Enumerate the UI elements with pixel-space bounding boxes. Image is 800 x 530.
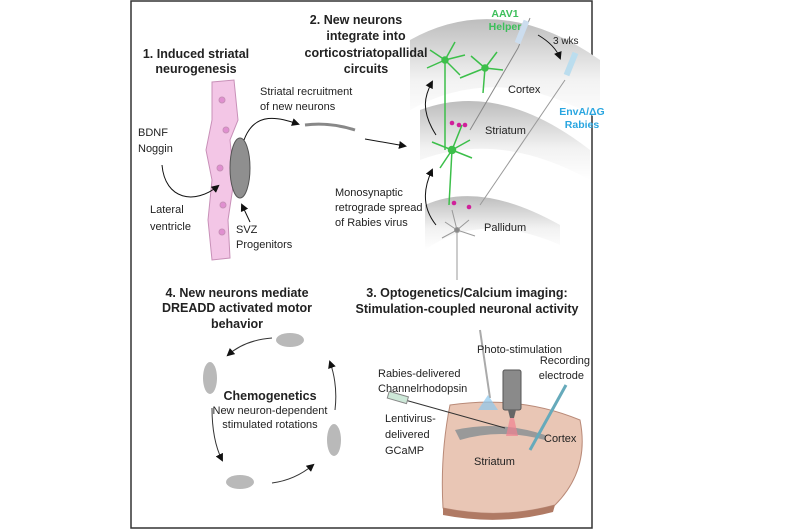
chemogenetics-line-2: stimulated rotations — [222, 419, 318, 431]
svz-progenitor-cluster — [229, 137, 251, 199]
rabies-label-2: Rabies — [565, 119, 600, 131]
recording-electrode — [528, 384, 568, 451]
rotation-arrows — [211, 337, 337, 484]
region-striatum: Striatum — [485, 125, 526, 137]
striatum-layer — [420, 101, 590, 180]
factor-noggin: Noggin — [138, 143, 173, 155]
region-cortex: Cortex — [508, 84, 541, 96]
delay-label: 3 wks — [553, 36, 579, 47]
progenitor-label-2: Progenitors — [236, 239, 293, 251]
objective-lens — [502, 369, 522, 411]
spread-label-3: of Rabies virus — [335, 217, 408, 229]
migrating-neuron — [304, 122, 356, 132]
channel-label-1: Rabies-delivered — [378, 368, 461, 380]
rabies-syringe-needle — [479, 79, 566, 206]
spread-label-1: Monosynaptic — [335, 187, 403, 199]
blue-light-cone — [478, 395, 498, 410]
chemogenetics-title: Chemogenetics — [223, 389, 316, 403]
panel4-title-1: 4. New neurons mediate — [165, 286, 308, 300]
channel-label-2: Channelrhodopsin — [378, 383, 467, 395]
integration-arrow — [364, 138, 407, 149]
panel-1: 1. Induced striatal neurogenesis BDNF No… — [138, 47, 407, 261]
progenitor-arrow — [240, 203, 251, 223]
recruitment-label-2: of new neurons — [260, 101, 336, 113]
striatum-boundary — [455, 426, 545, 440]
virus-syringe — [386, 390, 410, 405]
recruitment-label-1: Striatal recruitment — [260, 86, 352, 98]
spread-label-2: retrograde spread — [335, 202, 422, 214]
chemogenetics-line-1: New neuron-dependent — [213, 405, 328, 417]
objective-tip — [508, 410, 516, 418]
ventricle-label-2: ventricle — [150, 221, 191, 233]
optical-fiber — [479, 329, 491, 399]
panel4-title-2: DREADD activated motor — [162, 301, 312, 315]
helper-label-2: Helper — [489, 21, 522, 33]
panel1-title-1: 1. Induced striatal — [143, 47, 249, 61]
ventricle-cells — [205, 79, 239, 261]
panel3-title-1: 3. Optogenetics/Calcium imaging: — [366, 286, 567, 300]
pallidum-layer — [425, 196, 560, 250]
panel1-title-2: neurogenesis — [155, 62, 236, 76]
photo-stimulation-label: Photo-stimulation — [477, 344, 562, 356]
rotating-mice — [203, 333, 341, 489]
slice-cortex-label: Cortex — [544, 433, 577, 445]
factor-arrow — [161, 164, 220, 198]
panel-2: 2. New neurons integrate into corticostr… — [305, 8, 605, 280]
helper-syringe-barrel — [514, 19, 530, 45]
factor-bdnf: BDNF — [138, 127, 168, 139]
progenitor-label-1: SVZ — [236, 224, 258, 236]
panel-4: 4. New neurons mediate DREADD activated … — [162, 286, 341, 489]
ventricle-label-1: Lateral — [150, 204, 184, 216]
excitation-light — [506, 418, 518, 436]
upward-arrow-1 — [424, 80, 437, 136]
rabies-label-1: EnvA/ΔG — [559, 106, 604, 118]
green-neurons — [426, 41, 504, 206]
panel2-title-2: integrate into — [326, 29, 406, 43]
panel-3: 3. Optogenetics/Calcium imaging: Stimula… — [356, 286, 590, 520]
panel2-title-1: 2. New neurons — [310, 13, 402, 27]
rabies-dots — [449, 120, 472, 210]
region-pallidum: Pallidum — [484, 222, 526, 234]
delay-arrow — [537, 34, 562, 60]
slice-striatum-label: Striatum — [474, 456, 515, 468]
pallidal-neuron — [441, 209, 476, 280]
upward-arrow-2 — [424, 168, 437, 226]
panel3-title-2: Stimulation-coupled neuronal activity — [356, 302, 579, 316]
panel2-title-4: circuits — [344, 62, 389, 76]
gcamp-label-2: delivered — [385, 429, 430, 441]
recruitment-arrow — [243, 117, 300, 141]
rabies-syringe-barrel — [563, 51, 579, 77]
brain-slice-edge — [443, 505, 555, 520]
electrode-label-1: Recording — [540, 355, 590, 367]
gcamp-label-3: GCaMP — [385, 445, 424, 457]
electrode-label-2: electrode — [539, 370, 584, 382]
virus-needle — [404, 399, 506, 429]
gcamp-label-1: Lentivirus- — [385, 413, 436, 425]
helper-label-1: AAV1 — [491, 8, 518, 20]
panel2-title-3: corticostriatopallidal — [305, 46, 428, 60]
panel4-title-3: behavior — [211, 317, 263, 331]
